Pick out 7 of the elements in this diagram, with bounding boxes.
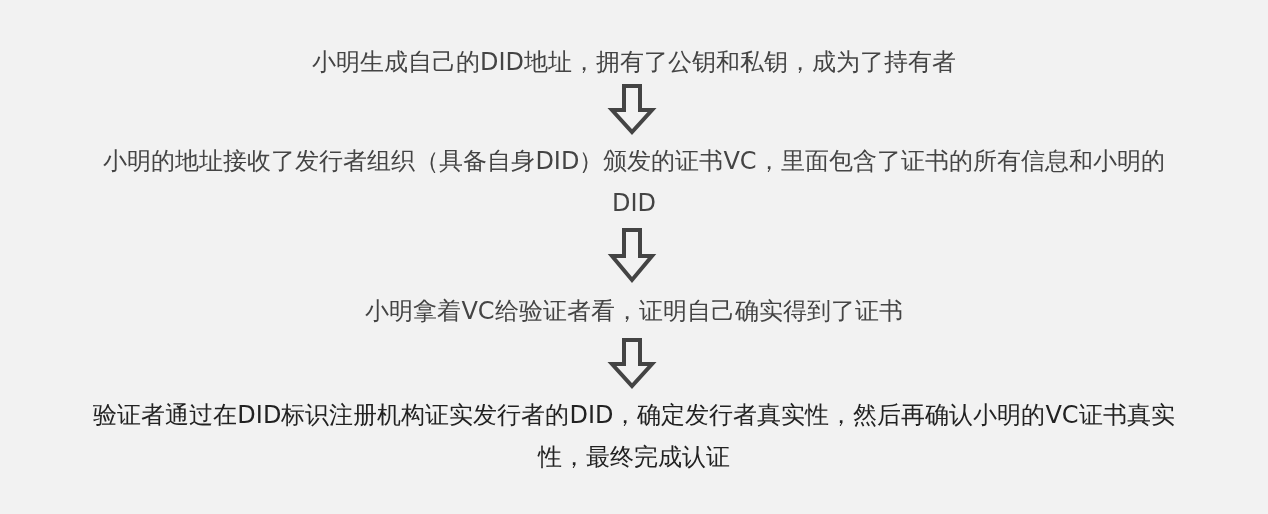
block-arrow bbox=[607, 228, 657, 284]
step-text: 验证者通过在DID标识注册机构证实发行者的DID，确定发行者真实性，然后再确认小明的VC证书真实性，最终完成认证 bbox=[92, 400, 1176, 473]
step-text: 小明拿着VC给验证者看，证明自己确实得到了证书 bbox=[365, 296, 903, 327]
step-text: 小明的地址接收了发行者组织（具备自身DID）颁发的证书VC，里面包含了证书的所有信息和小明的DID bbox=[102, 146, 1166, 219]
block-arrow bbox=[607, 84, 657, 135]
block-arrow bbox=[607, 338, 657, 389]
step-text: 小明生成自己的DID地址，拥有了公钥和私钥，成为了持有者 bbox=[311, 47, 956, 78]
